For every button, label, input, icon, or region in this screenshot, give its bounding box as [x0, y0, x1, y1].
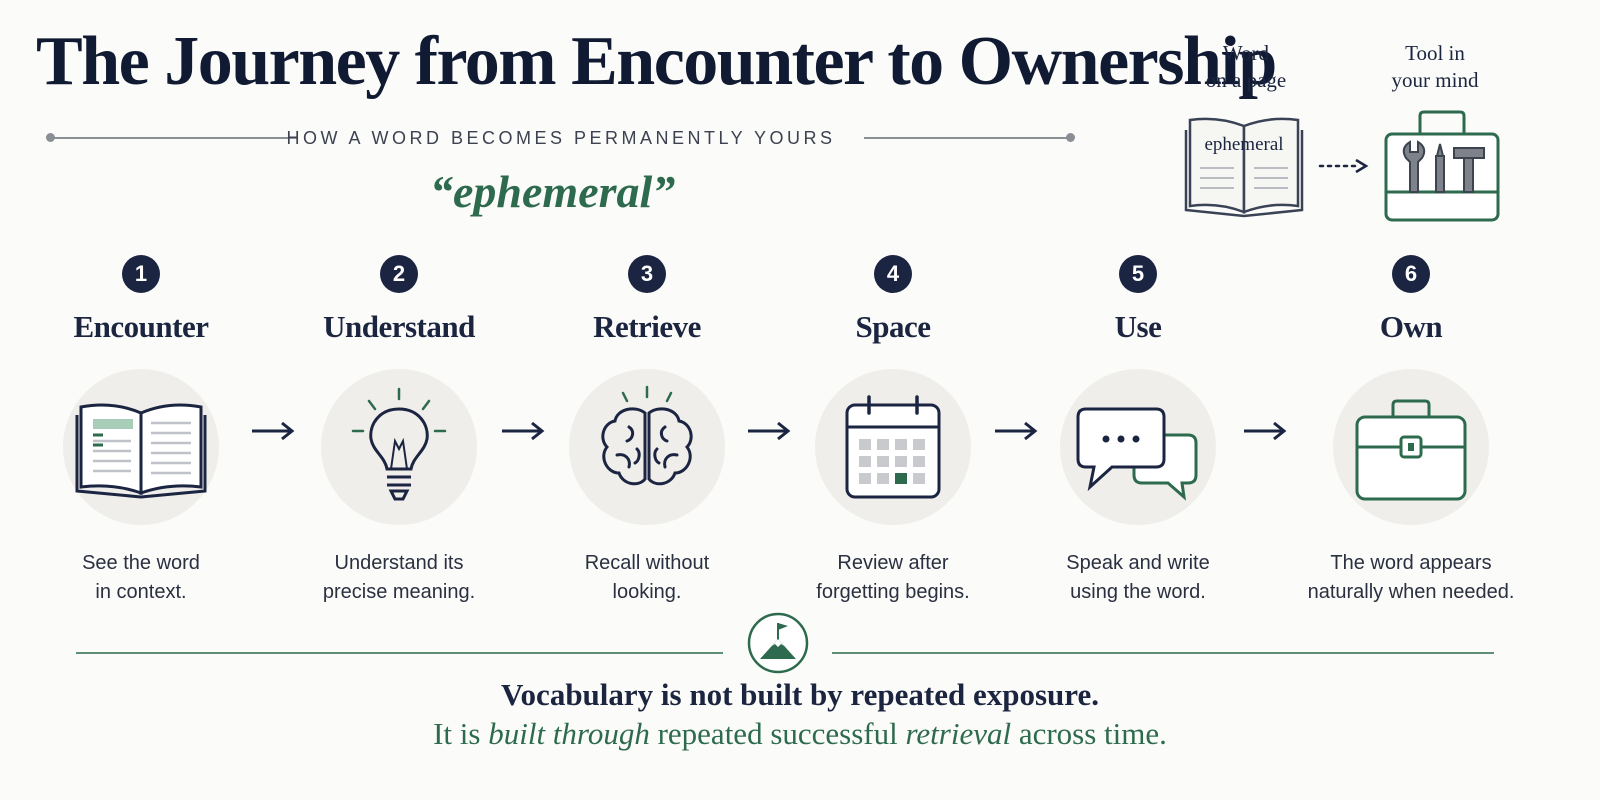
- open-book-icon: [75, 403, 207, 499]
- conclusion-line-2: It is built through repeated successful …: [0, 714, 1600, 754]
- brain-icon: [601, 385, 693, 486]
- to-label-line: your mind: [1391, 68, 1479, 92]
- step-own: 6 Own The word appears naturally when ne…: [1301, 255, 1521, 607]
- mountain-flag-icon: [747, 612, 809, 674]
- dotted-arrow-icon: [1318, 158, 1369, 174]
- step-icon-circle: [321, 369, 477, 525]
- lightbulb-icon: [351, 387, 447, 501]
- step-title: Space: [855, 309, 932, 344]
- bottom-divider-left: [76, 652, 723, 654]
- subtitle: HOW A WORD BECOMES PERMANENTLY YOURS: [286, 128, 836, 148]
- step-desc-line: Review after: [837, 552, 949, 574]
- step-icon-circle: [815, 369, 971, 525]
- step-title: Use: [1114, 309, 1162, 344]
- step-number-badge: 2: [380, 255, 418, 293]
- toolbox-icon: [1355, 399, 1467, 501]
- step-title: Understand: [323, 309, 475, 344]
- right-arrow-icon: [1244, 421, 1287, 441]
- tool-toolbox-icon: [1384, 110, 1500, 222]
- conclusion-part: repeated successful: [649, 716, 906, 751]
- divider-dot-right: [1066, 133, 1075, 142]
- step-icon-circle: [569, 369, 725, 525]
- conclusion-part: It is: [433, 716, 489, 751]
- step-desc-line: looking.: [612, 581, 682, 603]
- page-title: The Journey from Encounter to Ownership: [36, 23, 1277, 100]
- step-number-badge: 3: [628, 255, 666, 293]
- step-desc-line: naturally when needed.: [1307, 581, 1515, 603]
- step-number-badge: 4: [874, 255, 912, 293]
- divider-dot-left: [46, 133, 55, 142]
- divider-line-right: [864, 137, 1070, 139]
- conclusion-emphasis: built through: [488, 716, 650, 751]
- step-desc-line: Recall without: [584, 552, 710, 574]
- step-desc-line: See the word: [82, 552, 200, 574]
- calendar-icon: [845, 395, 941, 499]
- step-description: Speak and write using the word.: [1028, 549, 1248, 607]
- conclusion-emphasis: retrieval: [905, 716, 1012, 751]
- conclusion-part: across time.: [1011, 716, 1167, 751]
- right-arrow-icon: [748, 421, 791, 441]
- from-label-line: Word: [1222, 41, 1270, 65]
- book-word: ephemeral: [1204, 134, 1283, 155]
- step-number-badge: 5: [1119, 255, 1157, 293]
- from-label-line: on a page: [1205, 68, 1287, 92]
- right-arrow-icon: [995, 421, 1038, 441]
- step-retrieve: 3 Retrieve Recall without looking.: [537, 255, 757, 607]
- step-description: Review after forgetting begins.: [783, 549, 1003, 607]
- step-number-badge: 1: [122, 255, 160, 293]
- step-space: 4 Space Review after forgetting begins.: [783, 255, 1003, 607]
- step-description: Understand its precise meaning.: [289, 549, 509, 607]
- conclusion-line-1: Vocabulary is not built by repeated expo…: [501, 677, 1099, 712]
- example-word: “ephemeral”: [430, 166, 676, 217]
- subtitle-row: HOW A WORD BECOMES PERMANENTLY YOURS: [46, 128, 1076, 148]
- step-number-badge: 6: [1392, 255, 1430, 293]
- right-arrow-icon: [502, 421, 545, 441]
- transformation-to-label: Tool in your mind: [1365, 40, 1505, 94]
- step-desc-line: The word appears: [1330, 552, 1492, 574]
- step-title: Own: [1379, 309, 1443, 344]
- step-desc-line: precise meaning.: [322, 581, 476, 603]
- step-title: Retrieve: [593, 309, 701, 344]
- step-description: Recall without looking.: [537, 549, 757, 607]
- step-icon-circle: [1333, 369, 1489, 525]
- divider-line-left: [52, 137, 298, 139]
- step-use: 5 Use Speak and write using the word.: [1028, 255, 1248, 607]
- step-understand: 2 Understand Understand its precise mean…: [289, 255, 509, 607]
- step-desc-line: forgetting begins.: [816, 581, 970, 603]
- step-icon-circle: [63, 369, 219, 525]
- bottom-divider-right: [832, 652, 1494, 654]
- step-encounter: 1 Encounter See the word in context.: [31, 255, 251, 607]
- step-desc-line: in context.: [95, 581, 187, 603]
- word-book-icon: ephemeral: [1184, 117, 1304, 218]
- transformation-from-label: Word on a page: [1176, 40, 1316, 94]
- step-description: See the word in context.: [31, 549, 251, 607]
- right-arrow-icon: [252, 421, 295, 441]
- speech-bubbles-icon: [1076, 407, 1198, 501]
- step-desc-line: using the word.: [1070, 581, 1206, 603]
- step-description: The word appears naturally when needed.: [1301, 549, 1521, 607]
- step-title: Encounter: [73, 309, 210, 344]
- step-desc-line: Speak and write: [1066, 552, 1210, 574]
- step-icon-circle: [1060, 369, 1216, 525]
- step-desc-line: Understand its: [334, 552, 464, 574]
- to-label-line: Tool in: [1405, 41, 1465, 65]
